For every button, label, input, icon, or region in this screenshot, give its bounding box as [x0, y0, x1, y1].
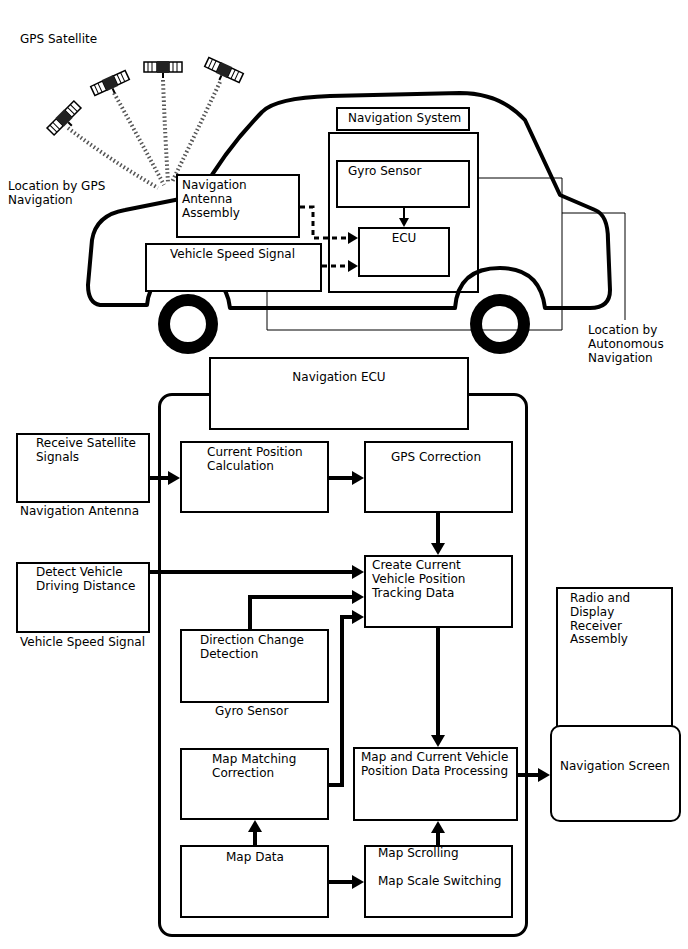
speed-signal-box: Vehicle Speed Signal — [145, 243, 322, 292]
arrowhead — [431, 821, 445, 833]
navigation-ecu-box: Navigation ECUCurrent Position Calculati… — [158, 393, 528, 937]
box-text: GPS Correction — [391, 451, 507, 465]
box-text: Map Scrolling — [378, 847, 507, 861]
connector-arrow — [518, 768, 550, 782]
arrowhead — [352, 590, 364, 604]
connector-arrow — [248, 820, 262, 845]
connector-arrow — [329, 875, 364, 889]
gps-signals — [68, 80, 220, 188]
connector-line — [322, 265, 349, 268]
process-box: Map Matching Correction — [180, 748, 329, 820]
box-text: Navigation Antenna Assembly — [182, 179, 294, 220]
callout-label: Location by GPS Navigation — [8, 180, 118, 208]
connector-arrow — [250, 590, 364, 629]
box-text: Current Position Calculation — [207, 446, 323, 474]
connector-line — [150, 570, 353, 574]
navigation-system-box: Navigation SystemGyro SensorECU — [328, 132, 479, 293]
connector-line — [329, 880, 353, 884]
ecu-box: ECU — [358, 227, 450, 277]
wheel — [470, 294, 530, 354]
leader-line — [562, 213, 625, 320]
process-box: Direction Change DetectionGyro Sensor — [180, 629, 329, 703]
box-text: Detect Vehicle Driving Distance — [36, 566, 144, 594]
box-text: Map Matching Correction — [212, 753, 323, 781]
box-text: Create Current Vehicle Position Tracking… — [372, 559, 507, 600]
connector-arrow — [431, 628, 445, 747]
arrowhead — [352, 565, 364, 579]
arrowhead — [431, 543, 445, 555]
connector-line — [518, 773, 539, 777]
box-text: Navigation Screen — [560, 760, 675, 774]
car-body — [88, 93, 610, 308]
connector-line — [300, 207, 349, 238]
connector-arrow — [399, 208, 409, 227]
wheel — [158, 294, 218, 354]
part-caption: Navigation Antenna — [20, 505, 139, 519]
connector-line — [329, 476, 353, 480]
process-box: Map ScrollingMap Scale Switching — [364, 845, 513, 918]
gyro-sensor-box: Gyro Sensor — [336, 160, 470, 208]
arrowhead — [352, 610, 364, 624]
box-text: Gyro Sensor — [348, 165, 464, 179]
connector-arrow — [150, 565, 364, 579]
arrowhead — [352, 875, 364, 889]
connector-line — [403, 208, 405, 219]
part-caption: Vehicle Speed Signal — [20, 636, 145, 650]
connector-line — [253, 831, 257, 845]
gps-satellite — [144, 61, 182, 78]
arrowhead — [248, 820, 262, 832]
arrowhead — [348, 232, 358, 244]
box-text: Receive Satellite Signals — [36, 437, 144, 465]
process-box: GPS Correction — [364, 441, 513, 513]
arrowhead — [538, 768, 550, 782]
box-text: Map Scale Switching — [378, 875, 507, 889]
process-box: Current Position Calculation — [180, 441, 329, 513]
connector-line — [436, 513, 440, 544]
input-box: Detect Vehicle Driving DistanceVehicle S… — [16, 562, 150, 633]
connector-arrow — [150, 471, 180, 485]
input-box: Receive Satellite SignalsNavigation Ante… — [16, 433, 150, 503]
receiver-box: Radio and Display Receiver Assembly — [556, 587, 673, 747]
gps-satellite — [90, 70, 132, 101]
arrowhead — [399, 218, 409, 227]
connector-line — [250, 597, 353, 629]
connector-line — [436, 832, 440, 845]
box-text: Direction Change Detection — [200, 634, 323, 662]
data-box: Map Data — [180, 845, 329, 918]
box-text: Map Data — [226, 851, 323, 865]
heading-tab: Navigation ECU — [209, 357, 469, 430]
part-caption: Gyro Sensor — [215, 705, 288, 719]
arrowhead — [168, 471, 180, 485]
callout-label: GPS Satellite — [20, 33, 120, 47]
gps-satellite — [202, 57, 244, 88]
connector-line — [329, 617, 353, 785]
process-box: Map and Current Vehicle Position Data Pr… — [353, 747, 518, 821]
box-text: Radio and Display Receiver Assembly — [570, 592, 667, 647]
box-text: ECU — [364, 232, 444, 246]
process-box: Create Current Vehicle Position Tracking… — [364, 555, 513, 628]
antenna-assembly-box: Navigation Antenna Assembly — [176, 174, 300, 238]
connector-arrow — [431, 821, 445, 845]
gps-satellite — [46, 100, 85, 139]
connector-arrow — [431, 513, 445, 555]
connector-line — [436, 628, 440, 736]
arrowhead — [431, 735, 445, 747]
arrowhead — [348, 260, 358, 272]
heading-tab: Navigation System — [336, 107, 470, 131]
arrowhead — [352, 471, 364, 485]
box-text: Map and Current Vehicle Position Data Pr… — [361, 751, 512, 779]
box-text: Vehicle Speed Signal — [170, 248, 316, 262]
screen-box: Navigation Screen — [550, 725, 681, 822]
connector-arrow — [329, 471, 364, 485]
callout-label: Location by Autonomous Navigation — [588, 324, 673, 365]
